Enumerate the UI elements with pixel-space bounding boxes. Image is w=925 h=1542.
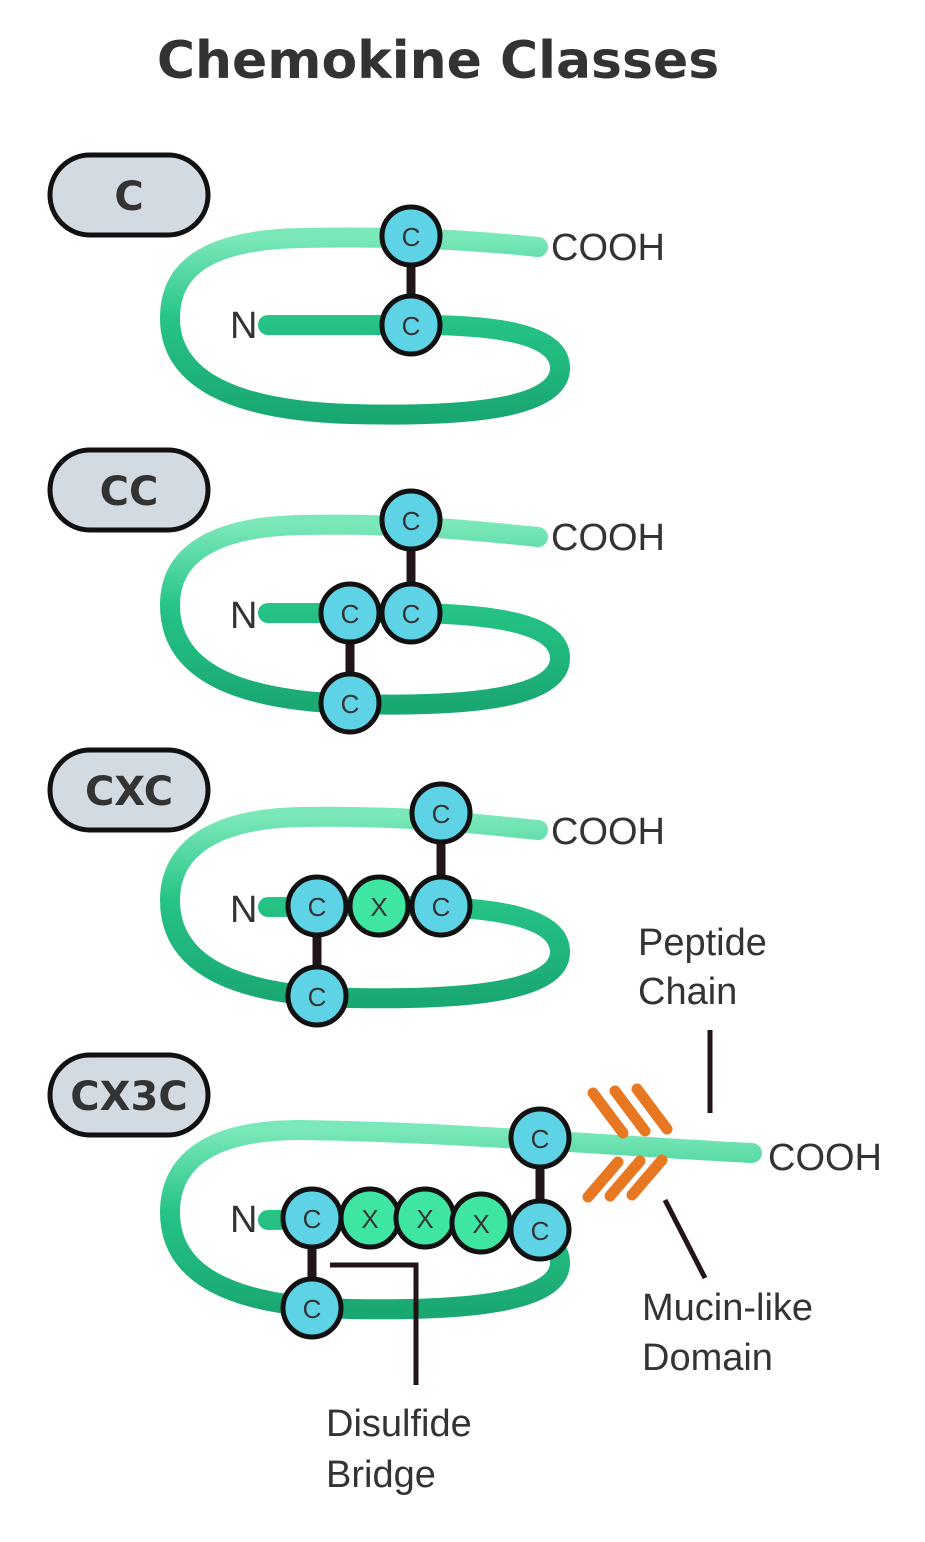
peptide-chain	[159, 227, 571, 425]
disulfide-bridge-pointer	[330, 1262, 419, 1385]
peptide-chain	[159, 806, 571, 1009]
class-c-panel: C C C N COOH	[47, 152, 665, 425]
class-c-label: C	[114, 174, 143, 220]
svg-text:C: C	[303, 1204, 322, 1234]
n-terminus-label: N	[230, 1199, 257, 1241]
class-cx3c-pill	[47, 1052, 211, 1138]
class-cc-label: CC	[100, 469, 159, 515]
class-c-pill	[47, 152, 211, 238]
class-cc-pill	[47, 447, 211, 533]
svg-text:C: C	[303, 1294, 322, 1324]
cysteine-residue: C	[379, 293, 443, 357]
cysteine-residue: C	[508, 1198, 572, 1262]
n-terminus-label: N	[230, 305, 257, 347]
mucin-domain-callout: Mucin-like Domain	[642, 1198, 813, 1379]
cooh-terminus-label: COOH	[551, 811, 665, 853]
disulfide-bridge-callout: Disulfide Bridge	[326, 1262, 472, 1496]
class-cxc-label: CXC	[85, 769, 173, 815]
svg-text:C: C	[402, 599, 421, 629]
cysteine-residue: C	[379, 581, 443, 645]
cysteine-residue: C	[409, 781, 473, 845]
class-cx3c-panel: CX3C C C X X X	[47, 1052, 882, 1340]
svg-text:X: X	[416, 1204, 433, 1234]
cooh-terminus-label: COOH	[551, 227, 665, 269]
svg-text:C: C	[531, 1216, 550, 1246]
class-cxc-panel: CXC C C X C C N COOH	[47, 747, 665, 1028]
disulfide-bridge-label-line2: Bridge	[326, 1454, 436, 1496]
svg-text:C: C	[432, 799, 451, 829]
x-residue: X	[347, 874, 411, 938]
svg-text:X: X	[361, 1204, 378, 1234]
class-cc-panel: CC C C C C N COOH	[47, 447, 665, 735]
peptide-chain-label-line2: Chain	[638, 971, 737, 1013]
svg-text:X: X	[370, 892, 387, 922]
mucin-domain-label-line1: Mucin-like	[642, 1287, 813, 1329]
svg-text:C: C	[308, 982, 327, 1012]
cysteine-residue: C	[318, 581, 382, 645]
cysteine-residue: C	[379, 488, 443, 552]
x-residue: X	[449, 1191, 513, 1255]
cysteine-residue: C	[318, 671, 382, 735]
class-cx3c-label: CX3C	[70, 1074, 187, 1120]
peptide-chain-callout: Peptide Chain	[638, 922, 767, 1113]
mucin-like-domain	[582, 1083, 673, 1203]
cysteine-residue: C	[508, 1106, 572, 1170]
svg-text:C: C	[531, 1124, 550, 1154]
cysteine-residue: C	[285, 874, 349, 938]
svg-text:C: C	[341, 689, 360, 719]
cooh-terminus-label: COOH	[768, 1137, 882, 1179]
n-terminus-label: N	[230, 595, 257, 637]
mucin-domain-pointer	[662, 1198, 708, 1280]
x-residue: X	[338, 1186, 402, 1250]
page-title: Chemokine Classes	[157, 31, 719, 91]
peptide-chain-label-line1: Peptide	[638, 922, 767, 964]
mucin-domain-label-line2: Domain	[642, 1337, 773, 1379]
cysteine-residue: C	[285, 964, 349, 1028]
cysteine-residue: C	[379, 204, 443, 268]
cysteine-residue: C	[409, 874, 473, 938]
disulfide-bridge-label-line1: Disulfide	[326, 1403, 472, 1445]
svg-text:C: C	[402, 222, 421, 252]
x-residue: X	[393, 1186, 457, 1250]
svg-text:C: C	[402, 506, 421, 536]
cooh-terminus-label: COOH	[551, 517, 665, 559]
peptide-chain	[159, 514, 571, 715]
svg-text:X: X	[472, 1209, 489, 1239]
class-cxc-pill	[47, 747, 211, 833]
cysteine-residue: C	[280, 1276, 344, 1340]
peptide-chain	[159, 1119, 762, 1320]
svg-text:C: C	[432, 892, 451, 922]
svg-text:C: C	[402, 311, 421, 341]
svg-text:C: C	[341, 599, 360, 629]
n-terminus-label: N	[230, 889, 257, 931]
cysteine-residue: C	[280, 1186, 344, 1250]
svg-text:C: C	[308, 892, 327, 922]
